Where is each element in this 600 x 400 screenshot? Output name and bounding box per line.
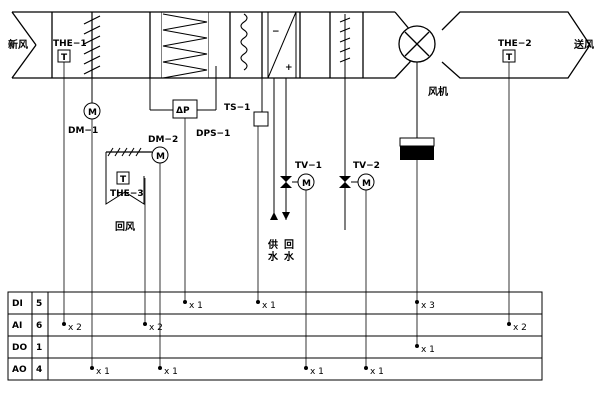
coil-plus: + [285, 63, 293, 73]
water-pipes [273, 78, 287, 220]
spring-coil [240, 13, 248, 71]
the2-temp-humidity-sensor: T [502, 49, 516, 63]
fan [398, 25, 436, 63]
ts1-di-count: x 1 [262, 301, 276, 311]
tv2-label: TV−2 [353, 161, 380, 171]
the3-temp-humidity-sensor: T [116, 171, 130, 185]
fresh-air-label: 新风 [8, 38, 28, 51]
io-count: 1 [36, 343, 42, 353]
fan-di-count: x 3 [421, 301, 435, 311]
the1-temp-humidity-sensor: T [57, 49, 71, 63]
ts1-label: TS−1 [224, 103, 250, 113]
coil-minus: − [272, 27, 280, 37]
the3-label: THE−3 [110, 189, 144, 199]
dps1-label: DPS−1 [196, 129, 230, 139]
the1-ai-count: x 2 [68, 323, 82, 333]
io-type: AO [12, 365, 27, 375]
return-air-label: 回风 [115, 221, 135, 233]
tv1-m-symbol: M [302, 179, 311, 189]
tv1-ao-count: x 1 [310, 367, 324, 377]
io-connection-dots [62, 300, 511, 370]
return-air-duct [105, 152, 145, 205]
the3-ai-count: x 2 [149, 323, 163, 333]
fan-motor-starter [399, 137, 435, 160]
ts1-sensor-box [253, 111, 269, 127]
fan-do-count: x 1 [421, 345, 435, 355]
tv2-valve: M [339, 70, 375, 230]
dm1-m-symbol: M [88, 108, 97, 118]
dm1-label: DM−1 [68, 126, 98, 136]
dps1-di-count: x 1 [189, 301, 203, 311]
dm1-ao-count: x 1 [96, 367, 110, 377]
humidifier-spray [339, 14, 351, 70]
dps1-pressure-switch: ΔP [150, 99, 216, 119]
dm2-label: DM−2 [148, 135, 178, 145]
supply-arrow-icon [270, 212, 278, 220]
io-row-ai: AI 6 [12, 321, 42, 331]
io-count: 5 [36, 299, 42, 309]
io-type: DI [12, 299, 23, 309]
tv2-ao-count: x 1 [370, 367, 384, 377]
filter-coil [161, 12, 209, 78]
fresh-air-damper [83, 12, 101, 78]
io-table [7, 291, 543, 381]
io-count: 4 [36, 365, 42, 375]
dm2-actuator: M [151, 146, 169, 164]
the1-t-symbol: T [61, 53, 68, 63]
the2-ai-count: x 2 [513, 323, 527, 333]
signal-wires [63, 62, 510, 368]
io-type: AI [12, 321, 22, 331]
io-type: DO [12, 343, 27, 353]
filter-legs [149, 66, 217, 110]
io-row-ao: AO 4 [12, 365, 42, 375]
dm2-m-symbol: M [156, 152, 165, 162]
supply-water-label: 供水 [267, 238, 279, 263]
return-water-label: 回水 [283, 239, 295, 263]
tv1-label: TV−1 [295, 161, 322, 171]
return-arrow-icon [282, 212, 290, 220]
io-row-do: DO 1 [12, 343, 42, 353]
dps1-dp-symbol: ΔP [176, 106, 190, 116]
io-count: 6 [36, 321, 42, 331]
return-air-damper [106, 147, 152, 157]
the1-label: THE−1 [53, 39, 87, 49]
water-coil [267, 11, 297, 79]
fan-label: 风机 [428, 85, 448, 98]
tv1-valve: M [280, 173, 315, 191]
the2-label: THE−2 [498, 39, 532, 49]
io-row-di: DI 5 [12, 299, 42, 309]
dm1-actuator: M [83, 78, 101, 120]
dm2-ao-count: x 1 [164, 367, 178, 377]
supply-air-label: 送风 [573, 38, 594, 51]
the2-t-symbol: T [506, 53, 513, 63]
the3-t-symbol: T [120, 175, 127, 185]
tv2-m-symbol: M [362, 179, 371, 189]
